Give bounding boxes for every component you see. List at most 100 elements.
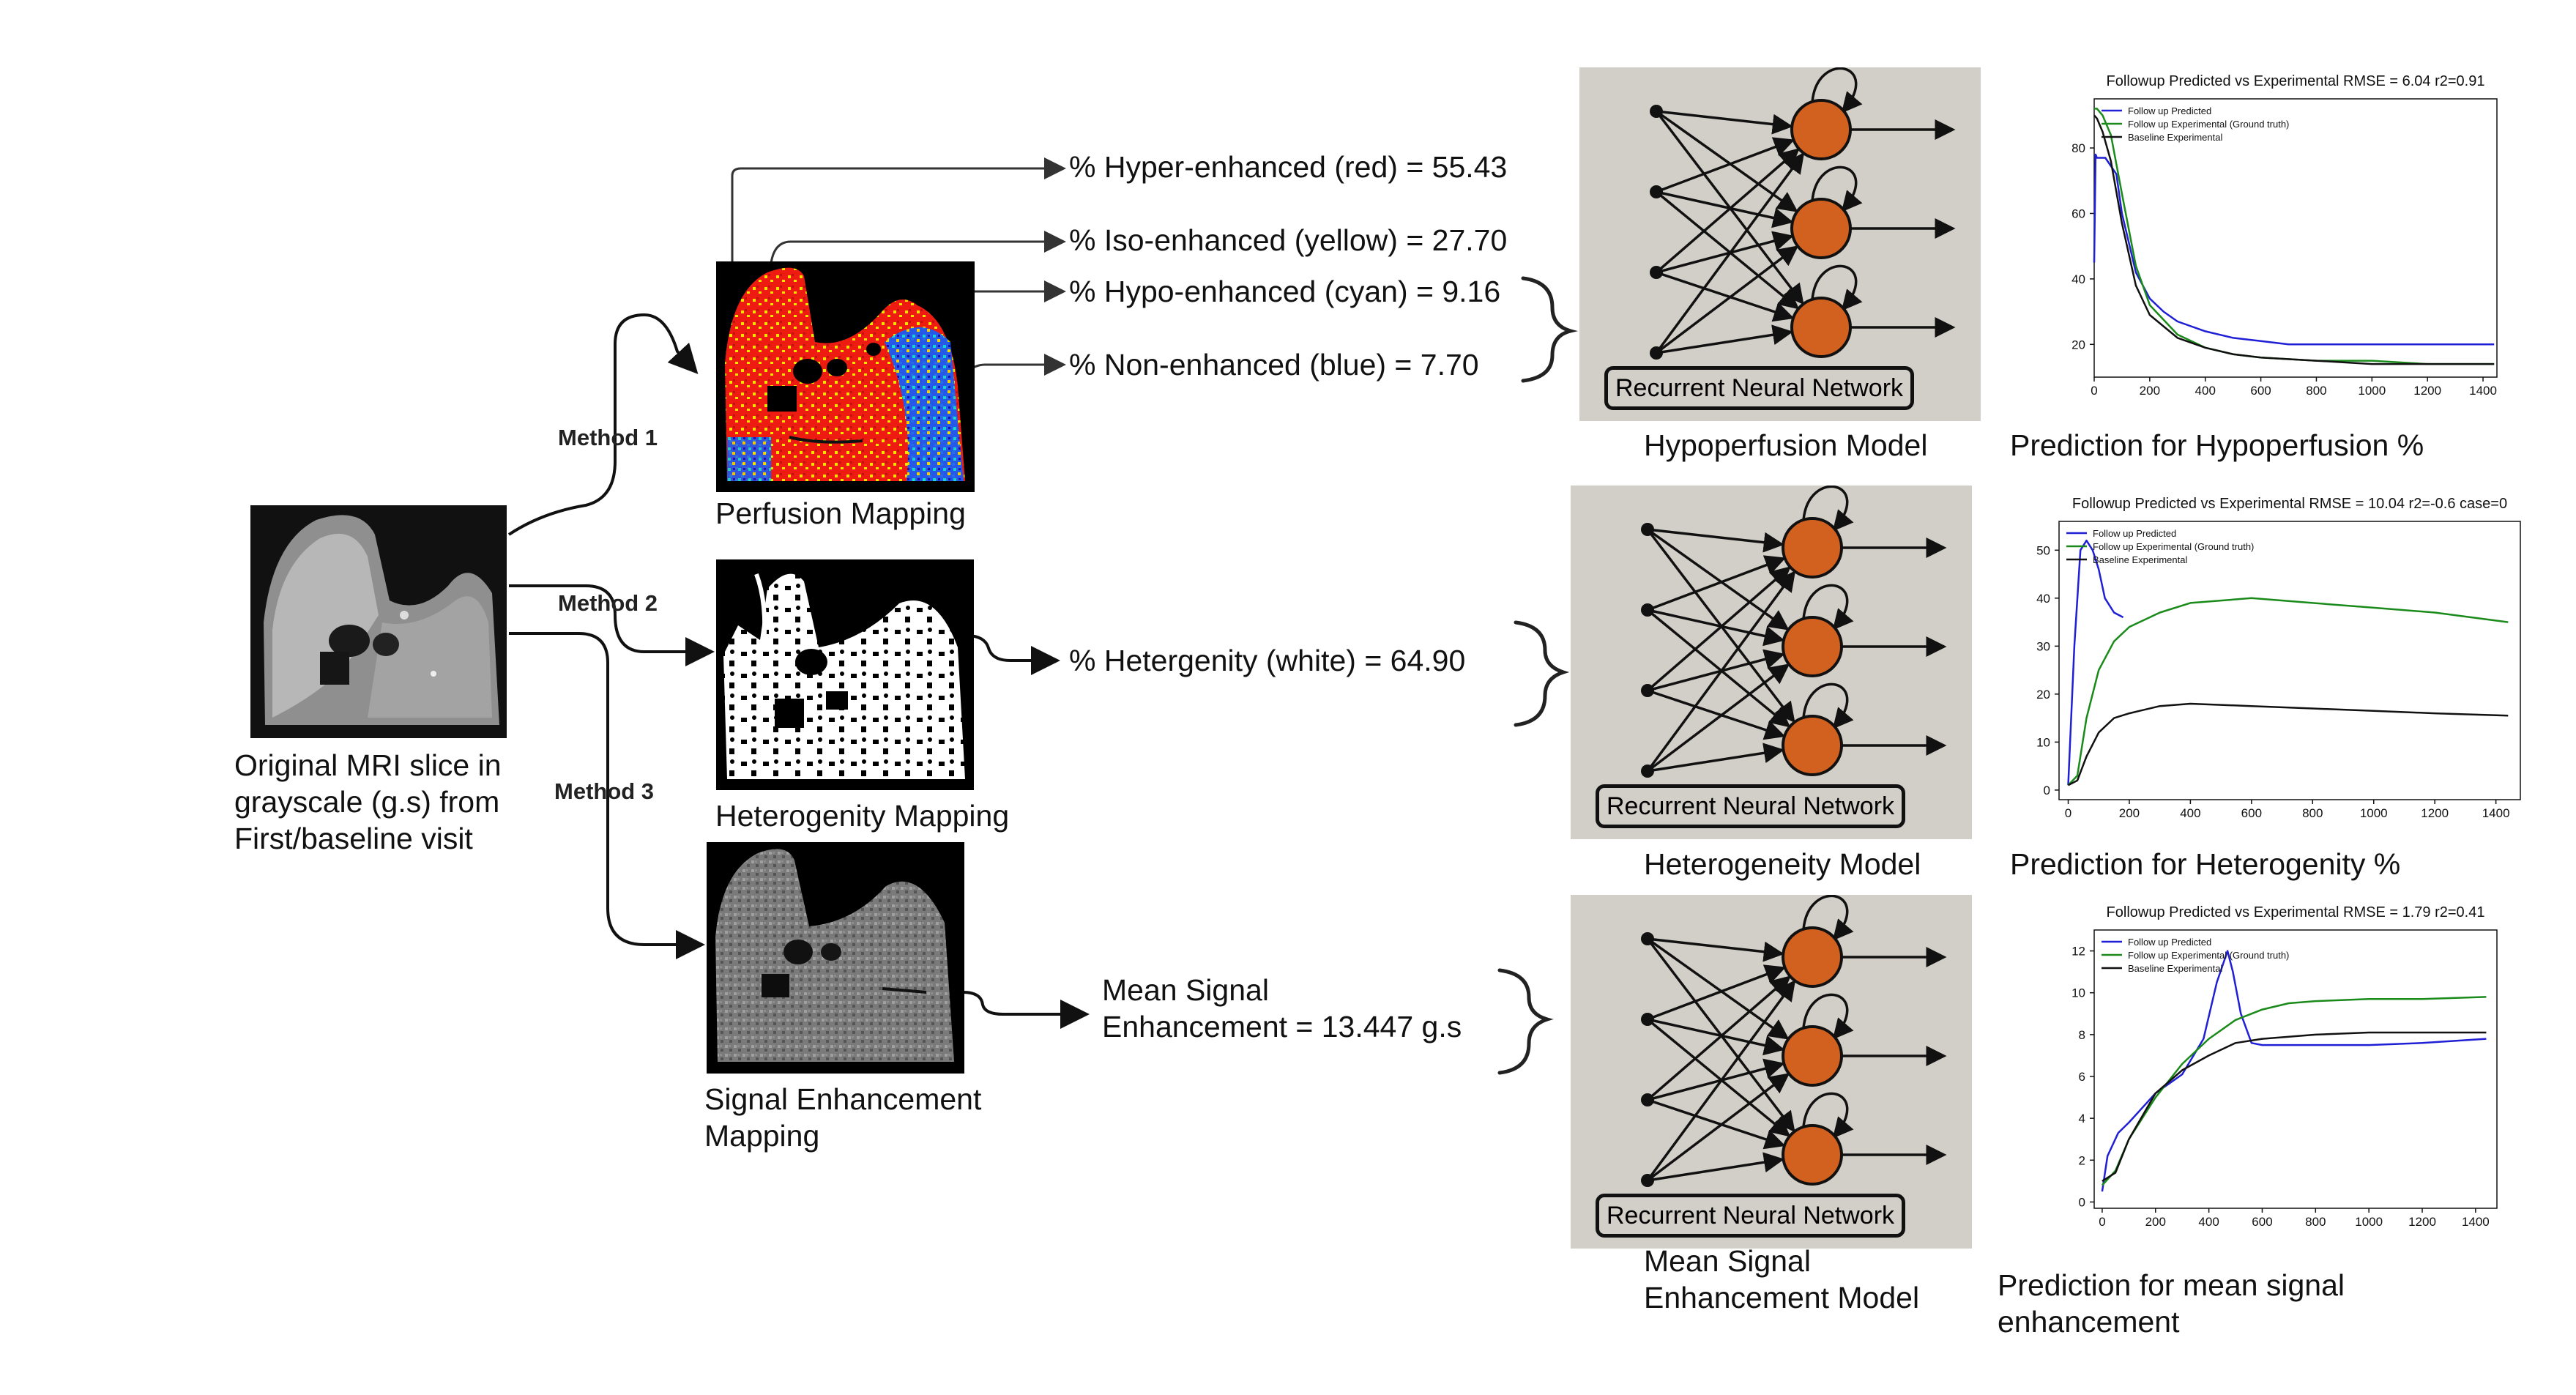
series-line bbox=[2102, 1031, 2487, 1182]
hyper-enhanced-metric: % Hyper-enhanced (red) = 55.43 bbox=[1069, 150, 1508, 184]
source-label-line3: First/baseline visit bbox=[234, 822, 473, 855]
x-tick-label: 1000 bbox=[2355, 1215, 2383, 1229]
y-tick-label: 0 bbox=[2044, 784, 2050, 797]
x-tick-label: 200 bbox=[2145, 1215, 2166, 1229]
legend-entry: Follow up Predicted bbox=[2093, 528, 2176, 539]
y-tick-label: 10 bbox=[2071, 986, 2085, 1000]
rnn-input-node bbox=[1650, 185, 1663, 198]
y-tick-label: 40 bbox=[2071, 272, 2085, 286]
brace-2 bbox=[1514, 620, 1570, 727]
chart-heterogeneity: Followup Predicted vs Experimental RMSE … bbox=[2008, 492, 2535, 829]
y-tick-label: 2 bbox=[2079, 1153, 2085, 1167]
legend-entry: Follow up Predicted bbox=[2128, 105, 2211, 116]
signal-model-label-line2: Enhancement Model bbox=[1644, 1281, 1920, 1314]
x-tick-label: 1400 bbox=[2469, 384, 2497, 398]
series-line bbox=[2094, 108, 2495, 365]
y-tick-label: 6 bbox=[2079, 1070, 2085, 1084]
rnn-recurrent-loop bbox=[1802, 485, 1854, 532]
prediction-signal-label-line1: Prediction for mean signal bbox=[1998, 1268, 2345, 1302]
legend-entry: Follow up Experimental (Ground truth) bbox=[2093, 541, 2254, 552]
y-tick-label: 50 bbox=[2036, 543, 2050, 557]
original-mri-image bbox=[250, 505, 507, 738]
prediction-signal-label-line2: enhancement bbox=[1998, 1305, 2180, 1339]
series-line bbox=[2101, 950, 2487, 1192]
heterogeneity-mapping-label: Heterogenity Mapping bbox=[715, 799, 1010, 833]
rnn-connection bbox=[1647, 1152, 1784, 1182]
rnn-connection bbox=[1646, 1073, 1790, 1182]
method-2-label: Method 2 bbox=[558, 590, 658, 616]
rnn-connection bbox=[1655, 148, 1800, 274]
rnn-input-node bbox=[1641, 1093, 1654, 1106]
rnn-label-3: Recurrent Neural Network bbox=[1596, 1194, 1906, 1238]
rnn-connection bbox=[1656, 190, 1794, 228]
chart-title: Followup Predicted vs Experimental RMSE … bbox=[2072, 496, 2507, 512]
rnn-input-node bbox=[1641, 603, 1654, 617]
signal-metric-line1: Mean Signal bbox=[1102, 973, 1269, 1007]
heterogeneity-map-image bbox=[716, 559, 974, 790]
x-tick-label: 1200 bbox=[2408, 1215, 2436, 1229]
rnn-input-node bbox=[1641, 1174, 1654, 1187]
rnn-input-node bbox=[1650, 266, 1663, 279]
source-label-line2: grayscale (g.s) from bbox=[234, 785, 500, 819]
plot-frame bbox=[2058, 521, 2521, 800]
rnn-recurrent-loop bbox=[1811, 165, 1863, 212]
rnn-recurrent-loop bbox=[1802, 584, 1854, 630]
x-tick-label: 1000 bbox=[2358, 384, 2386, 398]
rnn-label-2: Recurrent Neural Network bbox=[1596, 784, 1906, 828]
x-tick-label: 600 bbox=[2250, 384, 2271, 398]
rnn-input-node bbox=[1650, 105, 1663, 118]
rnn-signal: Recurrent Neural Network bbox=[1571, 894, 1972, 1249]
rnn-connection bbox=[1656, 324, 1793, 354]
method3-connector bbox=[509, 632, 705, 959]
y-tick-label: 80 bbox=[2071, 141, 2085, 155]
rnn-heterogeneity: Recurrent Neural Network bbox=[1571, 485, 1972, 839]
source-label-line1: Original MRI slice in bbox=[234, 748, 502, 782]
rnn-hypoperfusion: Recurrent Neural Network bbox=[1579, 67, 1981, 421]
rnn-connection bbox=[1646, 566, 1791, 692]
rnn-connection bbox=[1647, 1058, 1785, 1101]
x-tick-label: 0 bbox=[2099, 1215, 2105, 1229]
rnn-neuron bbox=[1782, 1124, 1843, 1186]
rnn-connection bbox=[1646, 975, 1791, 1101]
rnn-label-1: Recurrent Neural Network bbox=[1604, 366, 1915, 410]
x-tick-label: 400 bbox=[2180, 806, 2200, 820]
y-tick-label: 30 bbox=[2036, 639, 2050, 653]
rnn-input-node bbox=[1641, 765, 1654, 778]
signal-model-label-line1: Mean Signal bbox=[1644, 1244, 1811, 1278]
y-tick-label: 12 bbox=[2071, 945, 2085, 959]
x-tick-label: 200 bbox=[2140, 384, 2160, 398]
rnn-input-node bbox=[1641, 932, 1654, 945]
y-tick-label: 8 bbox=[2079, 1028, 2085, 1042]
rnn-connection bbox=[1646, 609, 1791, 728]
rnn-input-node bbox=[1650, 346, 1663, 360]
brace-3 bbox=[1497, 968, 1554, 1075]
y-tick-label: 4 bbox=[2079, 1112, 2085, 1126]
rnn-neuron bbox=[1790, 99, 1852, 160]
series-line bbox=[2093, 114, 2495, 365]
x-tick-label: 800 bbox=[2302, 806, 2323, 820]
series-line bbox=[2101, 996, 2487, 1186]
brace-1 bbox=[1521, 276, 1578, 383]
rnn-recurrent-loop bbox=[1802, 993, 1854, 1040]
rnn-connection bbox=[1647, 964, 1786, 1021]
y-tick-label: 20 bbox=[2036, 688, 2050, 702]
legend-entry: Baseline Experimental bbox=[2128, 132, 2222, 143]
rnn-connection bbox=[1647, 937, 1784, 962]
series-line bbox=[2067, 597, 2509, 786]
rnn-connection bbox=[1647, 1018, 1785, 1056]
hypo-enhanced-metric: % Hypo-enhanced (cyan) = 9.16 bbox=[1069, 275, 1501, 308]
heterogeneity-model-label: Heterogeneity Model bbox=[1644, 847, 1921, 881]
x-tick-label: 0 bbox=[2091, 384, 2097, 398]
x-tick-label: 1000 bbox=[2360, 806, 2388, 820]
rnn-input-node bbox=[1641, 1013, 1654, 1026]
rnn-neuron bbox=[1782, 926, 1843, 988]
prediction-hypoperfusion-label: Prediction for Hypoperfusion % bbox=[2010, 428, 2424, 462]
rnn-connection bbox=[1655, 152, 1805, 354]
x-tick-label: 1200 bbox=[2413, 384, 2441, 398]
rnn-connection bbox=[1646, 570, 1796, 773]
chart-hypoperfusion: Followup Predicted vs Experimental RMSE … bbox=[2043, 70, 2512, 406]
prediction-heterogeneity-label: Prediction for Heterogenity % bbox=[2010, 847, 2401, 881]
x-tick-label: 0 bbox=[2065, 806, 2071, 820]
signal-mapping-label-line1: Signal Enhancement bbox=[704, 1082, 982, 1116]
perfusion-map-image bbox=[716, 261, 975, 492]
